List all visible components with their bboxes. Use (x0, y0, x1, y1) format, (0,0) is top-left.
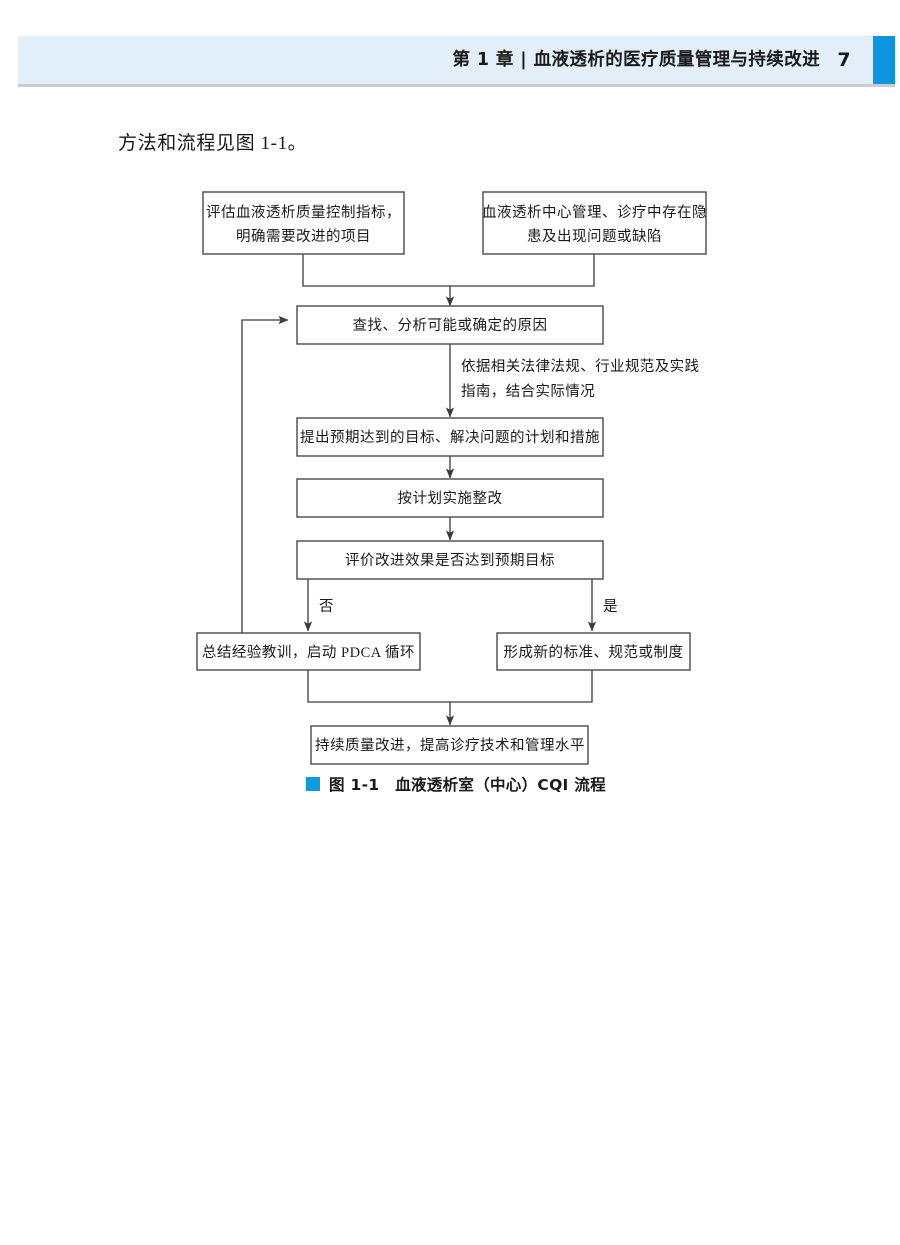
chapter-title: 第 1 章 | 血液透析的医疗质量管理与持续改进 (452, 50, 820, 70)
flow-node-assess-line2: 明确需要改进的项目 (236, 228, 371, 245)
flow-node-standards: 形成新的标准、规范或制度 (496, 632, 691, 671)
flow-node-improve-box (310, 725, 589, 765)
header-underline (18, 84, 895, 87)
flow-node-lessons: 总结经验教训，启动 PDCA 循环 (196, 632, 421, 671)
flow-node-assess-line1: 评估血液透析质量控制指标， (206, 204, 401, 221)
flow-node-problems-line1: 血液透析中心管理、诊疗中存在隐 (482, 204, 707, 221)
flow-node-problems-box (482, 191, 707, 255)
connector-assess-to-merge (302, 254, 450, 287)
flow-node-implement-box (296, 478, 604, 518)
flow-node-evaluate-box (296, 540, 604, 580)
edge-label-yes: 是 (603, 599, 618, 615)
flow-annotation-basis-line1: 依据相关法律法规、行业规范及实践 (461, 358, 699, 375)
flow-node-analyze-box (296, 305, 604, 345)
page-number: 7 (837, 49, 851, 71)
flow-node-problems-line2: 患及出现问题或缺陷 (527, 228, 662, 245)
header-accent-bar (873, 36, 895, 84)
flow-node-plan-box (296, 417, 604, 457)
flow-node-analyze: 查找、分析可能或确定的原因 (296, 305, 604, 345)
flow-node-assess-box (202, 191, 405, 255)
flow-node-analyze-label: 查找、分析可能或确定的原因 (353, 317, 548, 334)
flow-node-lessons-box (196, 632, 421, 671)
body-paragraph: 方法和流程见图 1-1。 (118, 133, 308, 154)
flow-node-evaluate-label: 评价改进效果是否达到预期目标 (345, 552, 555, 569)
flow-node-lessons-label: 总结经验教训，启动 PDCA 循环 (202, 644, 415, 661)
flow-node-improve-label: 持续质量改进，提高诊疗技术和管理水平 (315, 737, 585, 754)
connector-lessons-to-merge (307, 670, 450, 703)
figure-1-1: 评估血液透析质量控制指标， 明确需要改进的项目 血液透析中心管理、诊疗中存在隐 … (0, 178, 900, 818)
flow-annotation-basis: 依据相关法律法规、行业规范及实践 指南，结合实际情况 (461, 358, 699, 400)
caption-square-marker (306, 777, 320, 791)
flow-node-standards-label: 形成新的标准、规范或制度 (504, 644, 684, 661)
flow-node-implement-label: 按计划实施整改 (398, 490, 503, 507)
flow-annotation-basis-line2: 指南，结合实际情况 (461, 383, 595, 400)
header-band (18, 36, 873, 84)
flow-node-standards-box (496, 632, 691, 671)
connector-feedback-loop (241, 315, 289, 633)
connector-standards-to-merge (450, 670, 593, 703)
flow-node-implement: 按计划实施整改 (296, 478, 604, 518)
connector-problems-to-merge (450, 254, 595, 287)
figure-caption: 图 1-1 血液透析室（中心）CQI 流程 (306, 773, 606, 795)
edge-label-no: 否 (319, 599, 334, 615)
cqi-flowchart: 评估血液透析质量控制指标， 明确需要改进的项目 血液透析中心管理、诊疗中存在隐 … (196, 191, 707, 765)
flow-node-assess: 评估血液透析质量控制指标， 明确需要改进的项目 (202, 191, 405, 255)
flow-node-problems: 血液透析中心管理、诊疗中存在隐 患及出现问题或缺陷 (482, 191, 707, 255)
flow-node-evaluate: 评价改进效果是否达到预期目标 (296, 540, 604, 580)
caption-text: 图 1-1 血液透析室（中心）CQI 流程 (329, 776, 606, 794)
page-running-head: 第 1 章 | 血液透析的医疗质量管理与持续改进 7 (0, 36, 900, 87)
flow-node-plan-label: 提出预期达到的目标、解决问题的计划和措施 (300, 429, 600, 446)
flow-node-improve: 持续质量改进，提高诊疗技术和管理水平 (310, 725, 589, 765)
flow-node-plan: 提出预期达到的目标、解决问题的计划和措施 (296, 417, 604, 457)
